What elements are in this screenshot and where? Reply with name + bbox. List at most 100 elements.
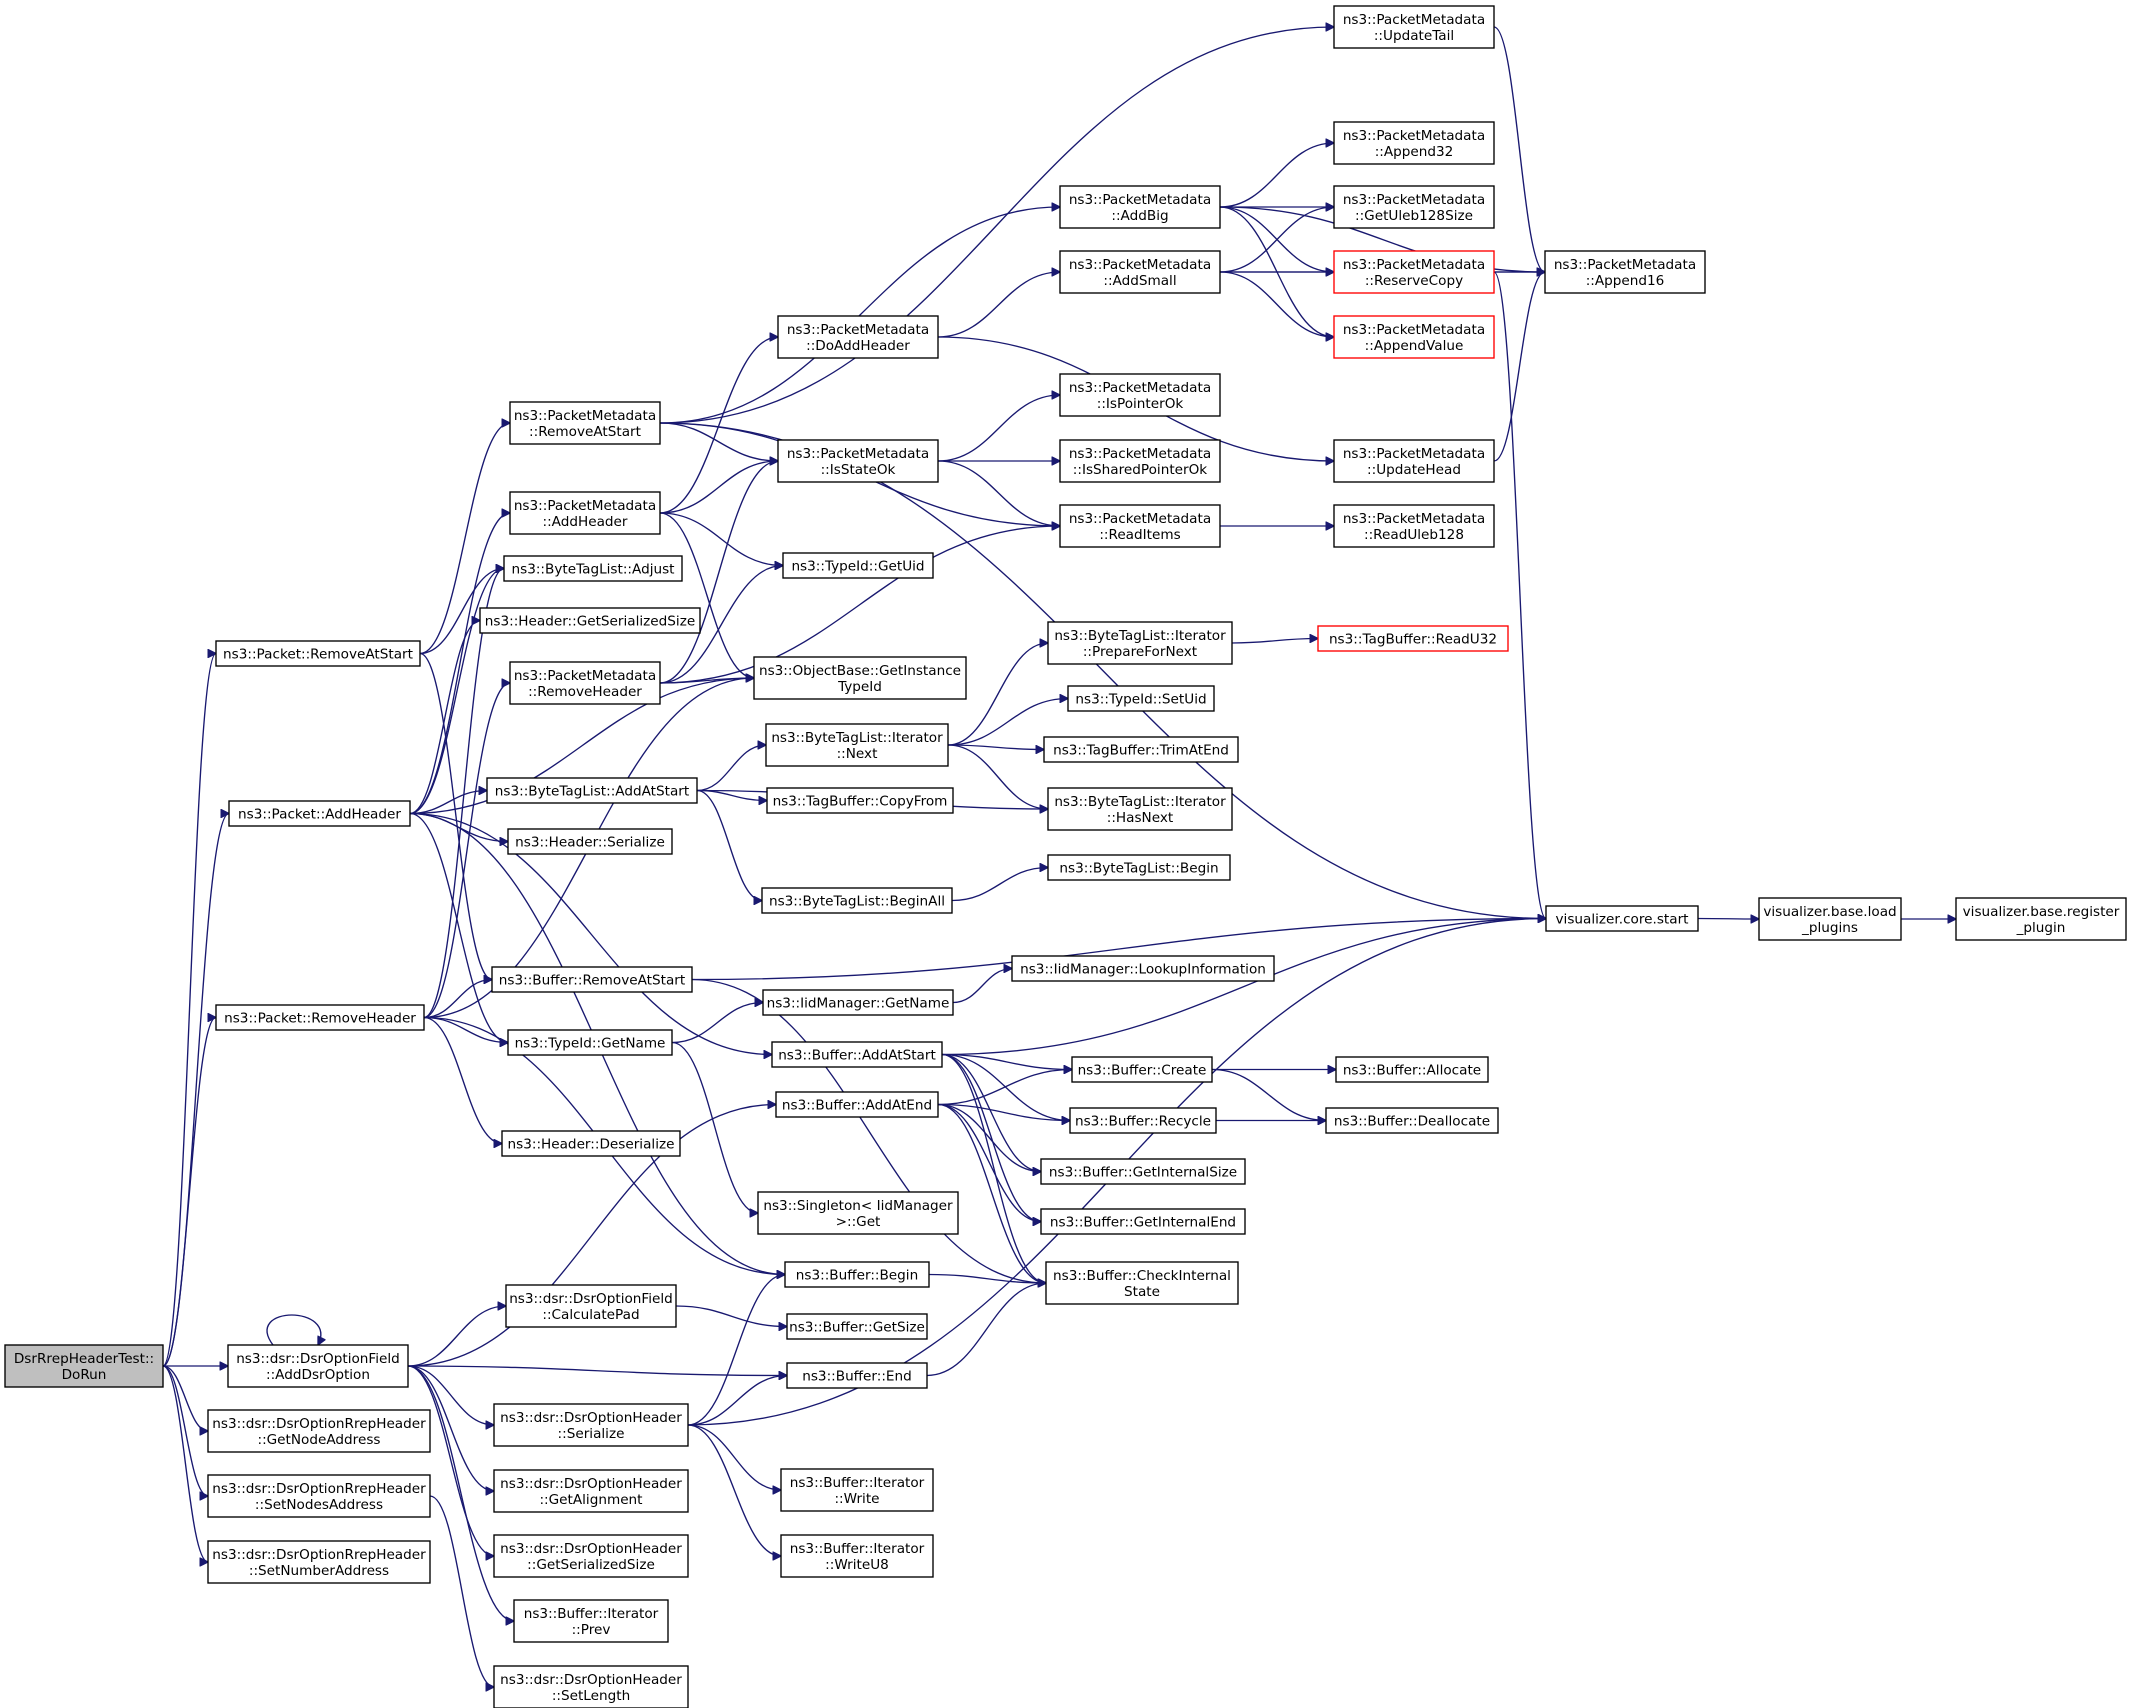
node-label: ::GetAlignment [539, 1492, 642, 1508]
node-label: ns3::TagBuffer::ReadU32 [1329, 632, 1497, 648]
node-buf-remove-at-start[interactable]: ns3::Buffer::RemoveAtStart [491, 966, 693, 993]
node-label: ns3::dsr::DsrOptionRrepHeader [212, 1481, 426, 1497]
node-hdr-serialize[interactable]: ns3::Header::Serialize [507, 828, 673, 855]
node-box [1955, 897, 2127, 941]
node-box [771, 1041, 943, 1068]
node-pm-get-uleb128-size[interactable]: ns3::PacketMetadata::GetUleb128Size [1333, 185, 1495, 229]
node-bufit-write-u8[interactable]: ns3::Buffer::Iterator::WriteU8 [780, 1534, 934, 1578]
node-label: ns3::dsr::DsrOptionRrepHeader [212, 1416, 426, 1432]
node-tb-copy-from[interactable]: ns3::TagBuffer::CopyFrom [766, 787, 954, 814]
node-tb-read-u32[interactable]: ns3::TagBuffer::ReadU32 [1317, 625, 1509, 652]
edge-root-to-pkt-remove-header [162, 1018, 216, 1367]
node-label: ns3::ByteTagList::Begin [1059, 861, 1218, 877]
node-buf-get-internal-size[interactable]: ns3::Buffer::GetInternalSize [1040, 1158, 1246, 1185]
node-btl-begin[interactable]: ns3::ByteTagList::Begin [1047, 854, 1231, 881]
node-btlit-has-next[interactable]: ns3::ByteTagList::Iterator::HasNext [1047, 787, 1233, 831]
node-pm-is-pointer-ok[interactable]: ns3::PacketMetadata::IsPointerOk [1059, 373, 1221, 417]
node-oh-set-length[interactable]: ns3::dsr::DsrOptionHeader::SetLength [493, 1665, 689, 1708]
node-box [493, 1469, 689, 1513]
node-box [782, 552, 934, 579]
node-pm-add-big[interactable]: ns3::PacketMetadata::AddBig [1059, 185, 1221, 229]
node-btl-adjust[interactable]: ns3::ByteTagList::Adjust [503, 555, 683, 582]
node-pm-reserve-copy[interactable]: ns3::PacketMetadata::ReserveCopy [1333, 250, 1495, 294]
node-buf-allocate[interactable]: ns3::Buffer::Allocate [1335, 1056, 1489, 1083]
node-buf-add-at-end[interactable]: ns3::Buffer::AddAtEnd [775, 1091, 939, 1118]
node-btlit-next[interactable]: ns3::ByteTagList::Iterator::Next [765, 723, 949, 767]
node-buf-get-size[interactable]: ns3::Buffer::GetSize [786, 1313, 928, 1340]
node-pm-do-add-header[interactable]: ns3::PacketMetadata::DoAddHeader [777, 315, 939, 359]
edge-buf-remove-at-start-to-buf-check-internal-state [691, 978, 1046, 1284]
node-bufit-write[interactable]: ns3::Buffer::Iterator::Write [780, 1468, 934, 1512]
node-btl-begin-all[interactable]: ns3::ByteTagList::BeginAll [761, 887, 953, 914]
node-pm-append16[interactable]: ns3::PacketMetadata::Append16 [1544, 250, 1706, 294]
node-tb-trim-at-end[interactable]: ns3::TagBuffer::TrimAtEnd [1043, 736, 1239, 763]
node-label: ns3::Buffer::Create [1078, 1063, 1207, 1079]
node-label: ::UpdateTail [1374, 28, 1454, 44]
node-box [1335, 1056, 1489, 1083]
node-viz-load-plugins[interactable]: visualizer.base.load_plugins [1758, 897, 1902, 941]
edge-btlit-next-to-tb-trim-at-end [947, 744, 1044, 750]
node-bufit-prev[interactable]: ns3::Buffer::Iterator::Prev [513, 1599, 669, 1643]
node-root[interactable]: DsrRrepHeaderTest::DoRun [4, 1344, 164, 1388]
node-rrep-get-node-address[interactable]: ns3::dsr::DsrOptionRrepHeader::GetNodeAd… [207, 1409, 431, 1453]
node-pm-add-small[interactable]: ns3::PacketMetadata::AddSmall [1059, 250, 1221, 294]
node-hdr-deserialize[interactable]: ns3::Header::Deserialize [501, 1130, 681, 1157]
node-label: ::SetNodesAddress [255, 1497, 383, 1513]
node-pm-update-head[interactable]: ns3::PacketMetadata::UpdateHead [1333, 439, 1495, 483]
node-oh-get-alignment[interactable]: ns3::dsr::DsrOptionHeader::GetAlignment [493, 1469, 689, 1513]
node-hdr-get-serialized-size[interactable]: ns3::Header::GetSerializedSize [479, 607, 701, 634]
node-label: ns3::ByteTagList::Iterator [771, 730, 943, 746]
node-rrep-set-nodes-address[interactable]: ns3::dsr::DsrOptionRrepHeader::SetNodesA… [207, 1474, 431, 1518]
node-typeid-set-uid[interactable]: ns3::TypeId::SetUid [1067, 685, 1215, 712]
node-buf-create[interactable]: ns3::Buffer::Create [1071, 1056, 1213, 1083]
node-buf-recycle[interactable]: ns3::Buffer::Recycle [1069, 1107, 1217, 1134]
node-pm-read-uleb128[interactable]: ns3::PacketMetadata::ReadUleb128 [1333, 504, 1495, 548]
edge-pm-add-big-to-pm-append32 [1219, 143, 1334, 208]
node-pkt-remove-at-start[interactable]: ns3::Packet::RemoveAtStart [215, 640, 421, 667]
node-pm-is-shared-pointer-ok[interactable]: ns3::PacketMetadata::IsSharedPointerOk [1059, 439, 1221, 483]
node-pkt-add-header[interactable]: ns3::Packet::AddHeader [228, 800, 411, 827]
node-iid-lookup-information[interactable]: ns3::IidManager::LookupInformation [1011, 955, 1275, 982]
node-singleton-get[interactable]: ns3::Singleton< IidManager>::Get [757, 1191, 959, 1235]
node-iid-get-name[interactable]: ns3::IidManager::GetName [762, 989, 954, 1016]
node-viz-register-plugin[interactable]: visualizer.base.register_plugin [1955, 897, 2127, 941]
node-label: ::AddHeader [543, 514, 628, 530]
node-buf-deallocate[interactable]: ns3::Buffer::Deallocate [1325, 1107, 1499, 1134]
node-box [507, 828, 673, 855]
node-label: visualizer.base.load [1763, 904, 1896, 920]
node-pkt-remove-header[interactable]: ns3::Packet::RemoveHeader [215, 1004, 425, 1031]
node-typeid-get-uid[interactable]: ns3::TypeId::GetUid [782, 552, 934, 579]
edge-pkt-remove-at-start-to-btl-adjust [419, 569, 504, 655]
node-viz-core-start[interactable]: visualizer.core.start [1545, 905, 1699, 932]
node-box [513, 1599, 669, 1643]
node-oh-serialize[interactable]: ns3::dsr::DsrOptionHeader::Serialize [493, 1403, 689, 1447]
node-pm-append32[interactable]: ns3::PacketMetadata::Append32 [1333, 121, 1495, 165]
node-box [1071, 1056, 1213, 1083]
node-buf-end[interactable]: ns3::Buffer::End [786, 1362, 928, 1389]
node-pm-update-tail[interactable]: ns3::PacketMetadata::UpdateTail [1333, 5, 1495, 49]
node-dsr-add-option[interactable]: ns3::dsr::DsrOptionField::AddDsrOption [227, 1344, 409, 1388]
node-label: ns3::PacketMetadata [787, 322, 929, 338]
node-typeid-get-name[interactable]: ns3::TypeId::GetName [507, 1029, 673, 1056]
edge-dsr-add-option-to-bufit-prev [407, 1365, 514, 1621]
node-pm-is-state-ok[interactable]: ns3::PacketMetadata::IsStateOk [777, 439, 939, 483]
node-pm-read-items[interactable]: ns3::PacketMetadata::ReadItems [1059, 504, 1221, 548]
node-label: _plugin [2016, 920, 2066, 936]
node-pm-remove-at-start[interactable]: ns3::PacketMetadata::RemoveAtStart [509, 401, 661, 445]
edge-pm-add-header-to-pm-do-add-header [659, 337, 778, 514]
edge-buf-add-at-start-to-viz-core-start [941, 919, 1546, 1056]
node-buf-get-internal-end[interactable]: ns3::Buffer::GetInternalEnd [1040, 1208, 1246, 1235]
node-btl-add-at-start[interactable]: ns3::ByteTagList::AddAtStart [486, 777, 698, 804]
node-buf-add-at-start[interactable]: ns3::Buffer::AddAtStart [771, 1041, 943, 1068]
node-pm-append-value[interactable]: ns3::PacketMetadata::AppendValue [1333, 315, 1495, 359]
node-pm-remove-header[interactable]: ns3::PacketMetadata::RemoveHeader [509, 661, 661, 705]
node-oh-get-serialized-size[interactable]: ns3::dsr::DsrOptionHeader::GetSerialized… [493, 1534, 689, 1578]
node-field-calculate-pad[interactable]: ns3::dsr::DsrOptionField::CalculatePad [505, 1284, 677, 1328]
node-rrep-set-number-address[interactable]: ns3::dsr::DsrOptionRrepHeader::SetNumber… [207, 1540, 431, 1584]
node-pm-add-header[interactable]: ns3::PacketMetadata::AddHeader [509, 491, 661, 535]
node-btlit-prepare-for-next[interactable]: ns3::ByteTagList::Iterator::PrepareForNe… [1047, 621, 1233, 665]
node-label: visualizer.core.start [1556, 912, 1689, 928]
node-buf-begin[interactable]: ns3::Buffer::Begin [784, 1261, 930, 1288]
